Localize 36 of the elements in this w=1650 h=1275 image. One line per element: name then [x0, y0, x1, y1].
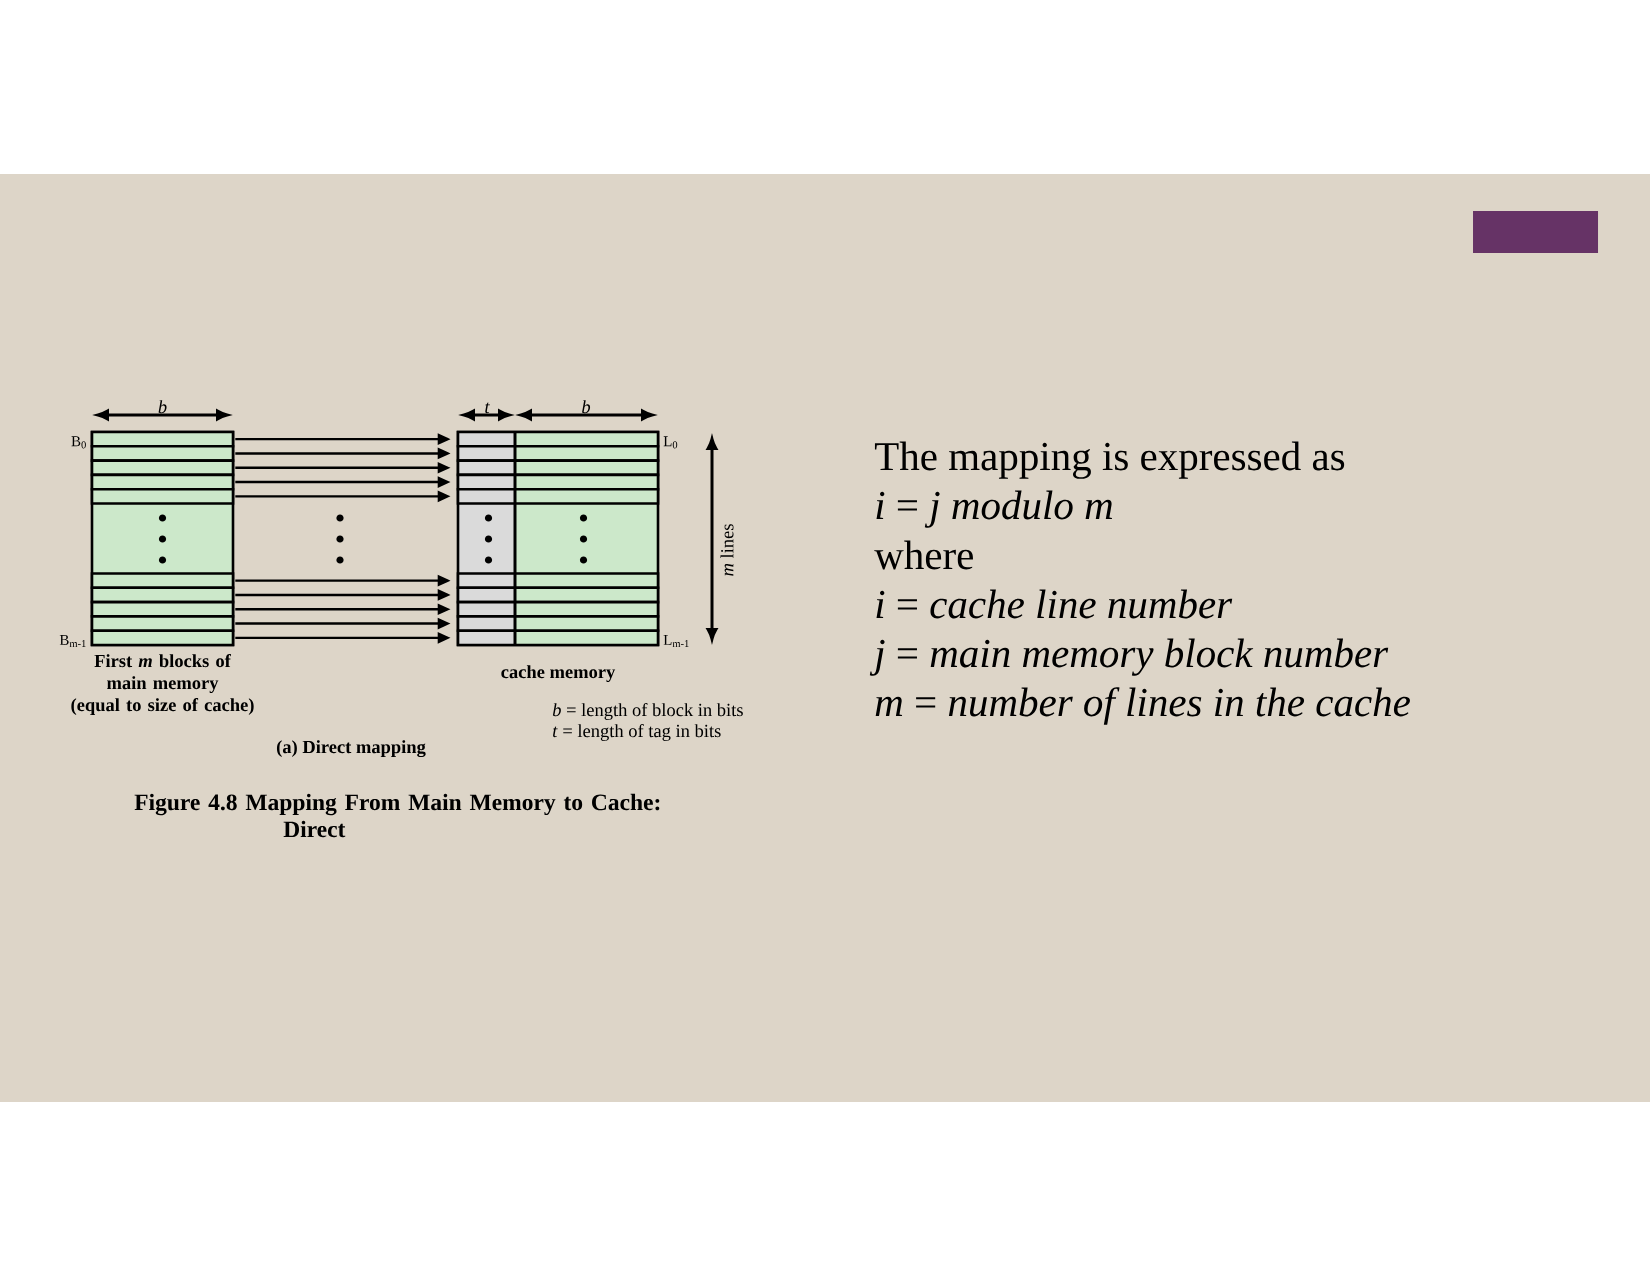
figure-caption: Figure 4.8 Mapping From Main Memory to Cache: Direct — [134, 793, 660, 838]
key-text: b = length of block in bits — [552, 703, 743, 720]
body-text: The mapping is expressed as — [874, 441, 1345, 479]
dimension-label: t — [485, 402, 490, 414]
body-text: m = number of lines in the cache — [875, 687, 1410, 725]
block-caption: cache memory — [501, 665, 616, 682]
block-row — [90, 487, 235, 505]
body-text: i = j modulo m — [876, 490, 1112, 528]
block-row — [90, 459, 235, 477]
cache-line — [456, 459, 660, 477]
dimension-label: m lines — [720, 524, 734, 576]
block-row — [90, 629, 235, 647]
block-row — [90, 430, 235, 448]
dimension-label: b — [582, 400, 591, 414]
block-row — [90, 615, 235, 632]
cache-line — [456, 445, 660, 462]
cache-line — [456, 600, 660, 618]
body-text: i = cache line number — [876, 589, 1233, 619]
row-label: L$_{0}$ — [663, 436, 678, 449]
key-text: t = length of tag in bits — [553, 724, 721, 741]
subfigure-label: (a) Direct mapping — [276, 740, 426, 758]
block-row — [90, 600, 235, 618]
cache-line — [456, 615, 660, 632]
body-text: where — [874, 540, 973, 570]
cache-line — [456, 629, 660, 647]
body-text: j = main memory block number — [869, 638, 1389, 676]
block-caption: First m blocks of main memory (equal to size of cache) — [71, 654, 254, 715]
row-label: B$_{m-1}$ — [59, 635, 86, 647]
cache-line — [456, 572, 660, 590]
block-row — [90, 445, 235, 462]
block-row — [90, 572, 235, 590]
cache-line — [456, 430, 660, 448]
cache-line — [456, 487, 660, 505]
dimension-label: b — [158, 400, 167, 414]
row-label: L$_{m-1}$ — [663, 635, 689, 647]
row-label: B$_{0}$ — [71, 436, 86, 449]
